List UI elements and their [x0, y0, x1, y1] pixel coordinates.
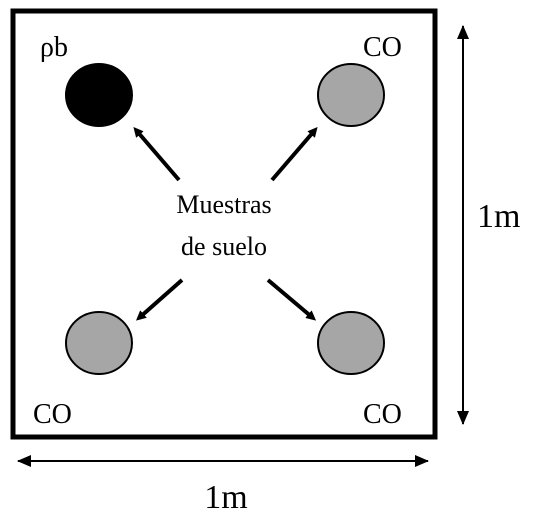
label-bottom-left: CO: [33, 399, 72, 430]
carbon-sample-circle-top-right: [317, 63, 385, 127]
bulk-density-sample-circle: [65, 63, 133, 127]
carbon-sample-circle-bottom-right: [317, 311, 385, 375]
label-top-right: CO: [363, 32, 402, 63]
arrow-to-bottom-left-sample: [136, 278, 184, 321]
carbon-sample-circle-bottom-left: [65, 311, 133, 375]
label-bottom-right: CO: [363, 399, 402, 430]
arrow-to-top-left-sample: [133, 126, 181, 182]
width-dimension-label: 1m: [204, 479, 247, 516]
center-text-line-2: de suelo: [181, 232, 267, 261]
arrow-to-bottom-right-sample: [266, 278, 317, 321]
center-text-line-1: Muestras: [176, 190, 271, 219]
arrow-to-top-right-sample: [270, 126, 318, 182]
height-dimension-label: 1m: [477, 198, 520, 235]
label-top-left: ρb: [40, 32, 68, 63]
plot-square: [10, 8, 438, 440]
